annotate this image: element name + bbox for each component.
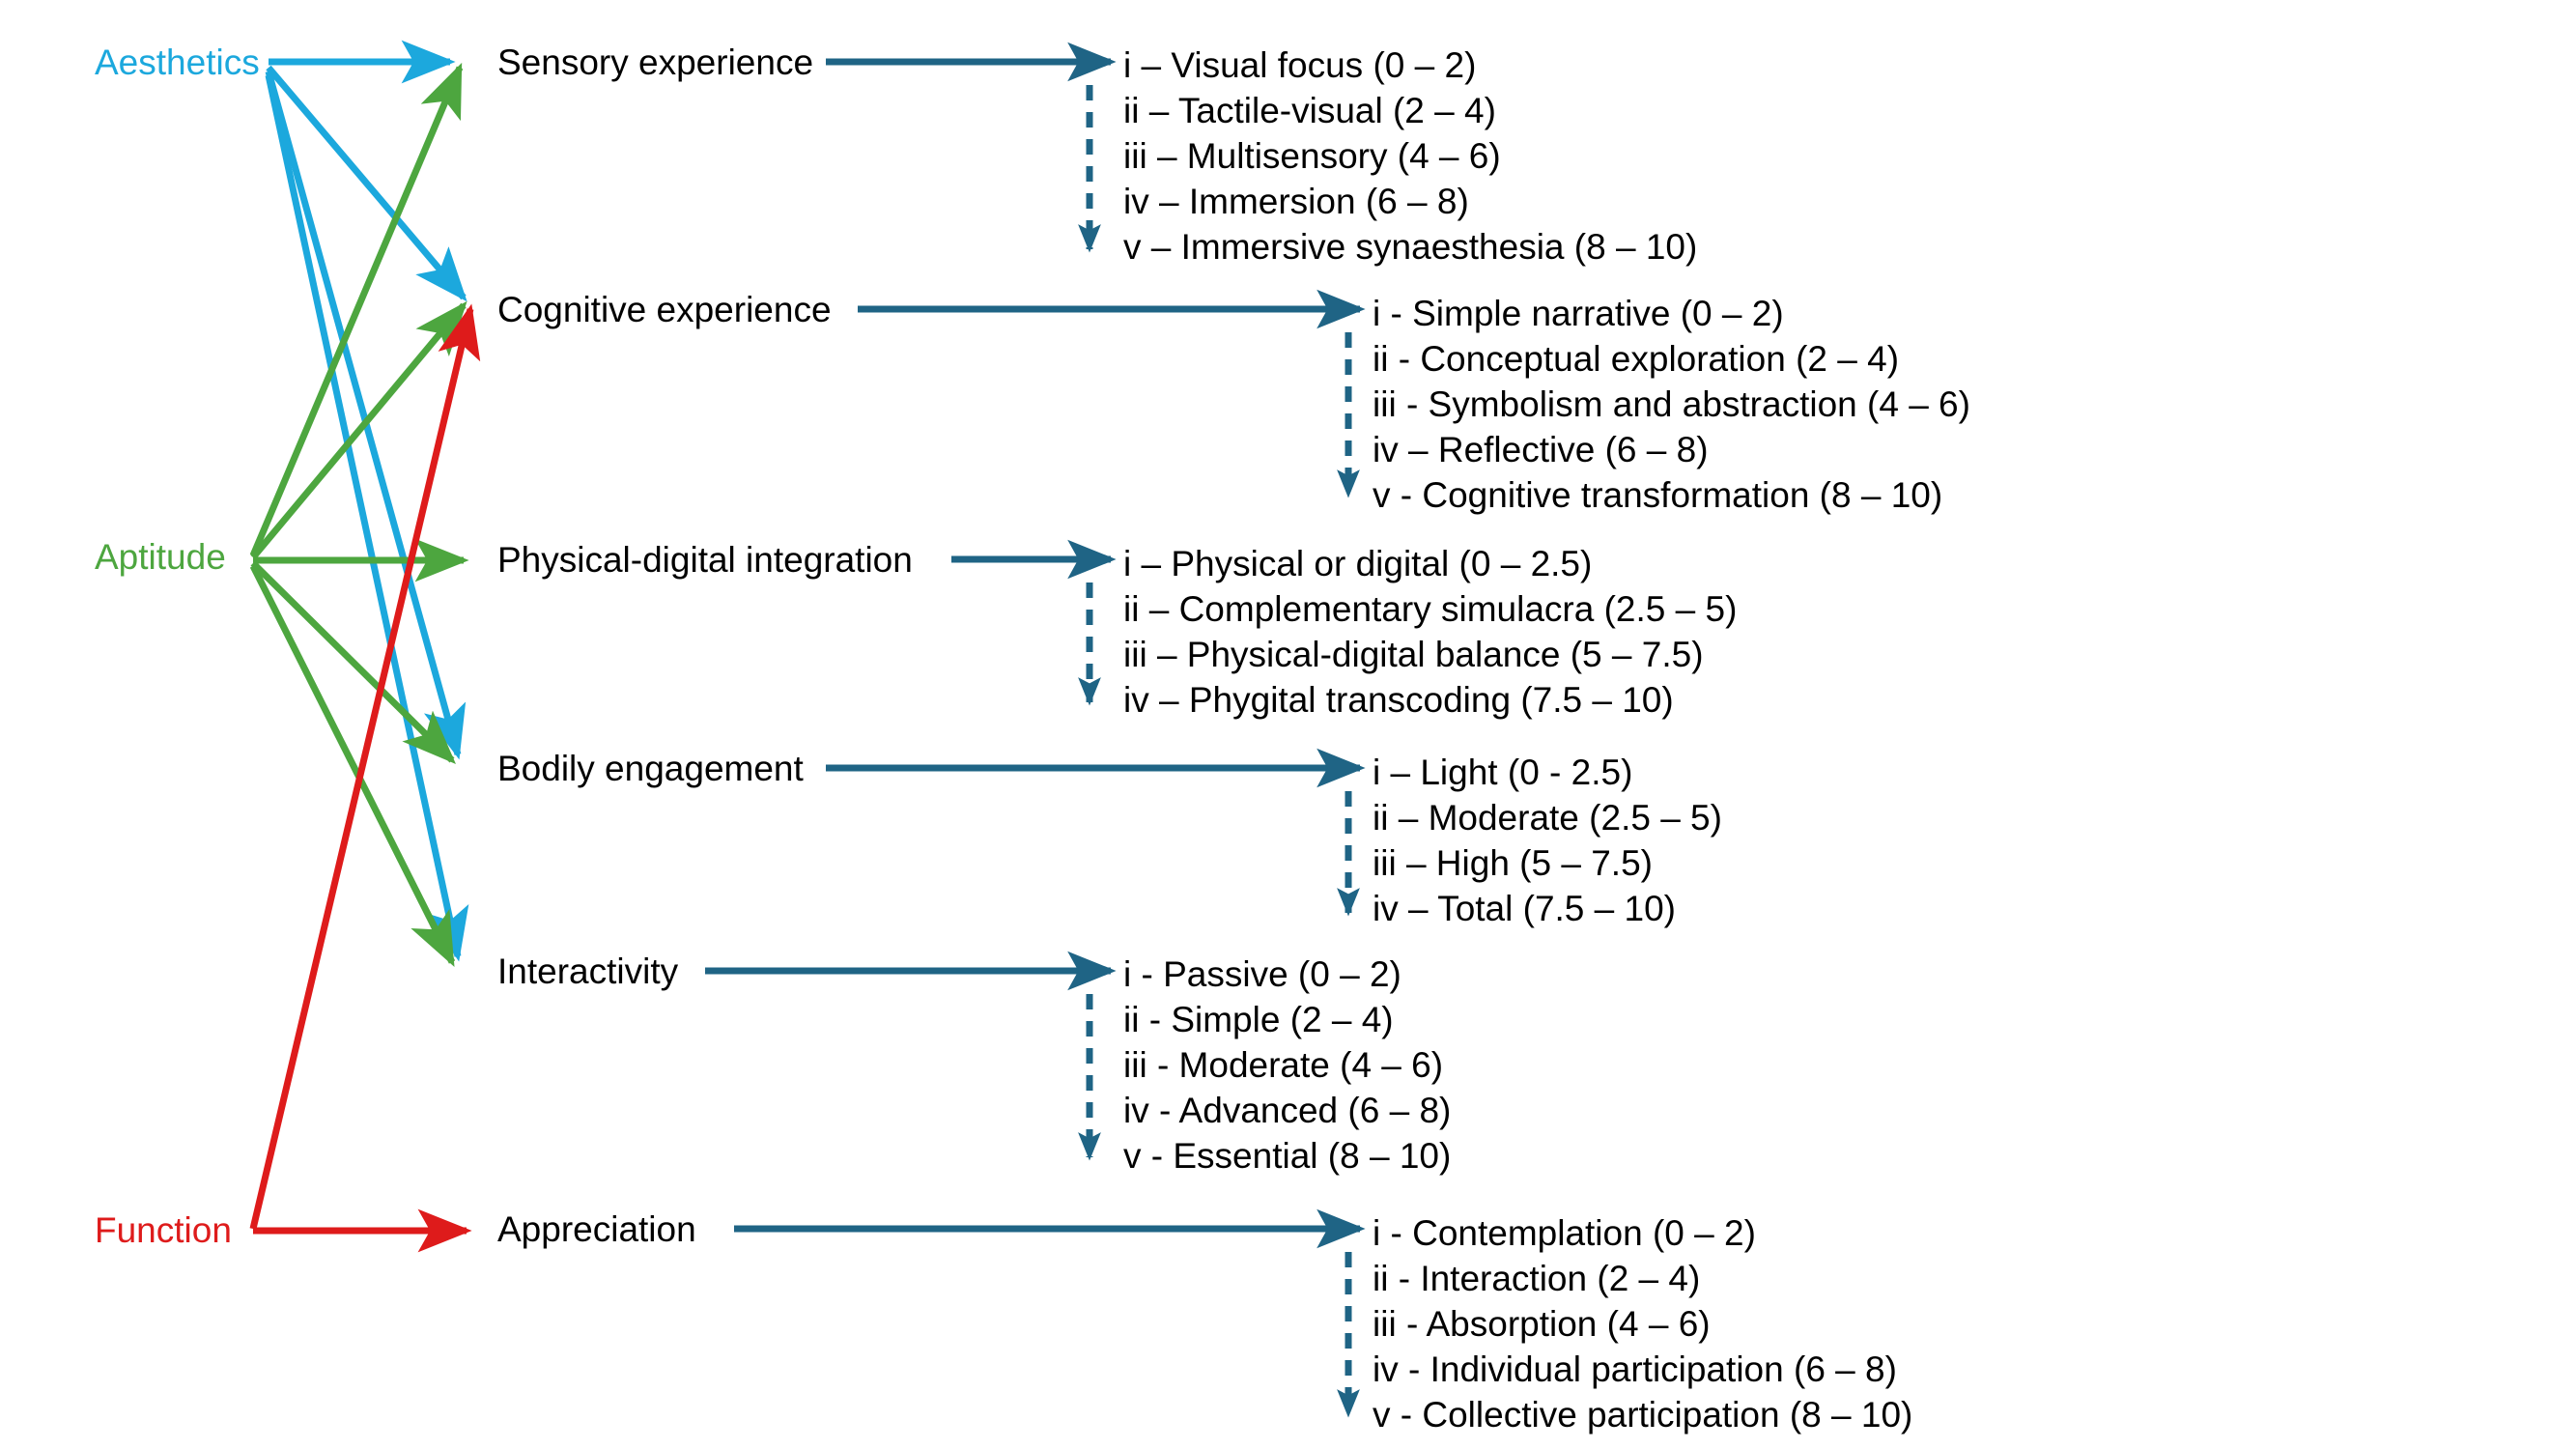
level-item: ii - Interaction (2 – 4) bbox=[1373, 1259, 1701, 1298]
level-item: ii - Conceptual exploration (2 – 4) bbox=[1373, 339, 1900, 379]
level-list-sensory-experience: i – Visual focus (0 – 2) ii – Tactile-vi… bbox=[1123, 43, 1697, 270]
level-item: ii – Moderate (2.5 – 5) bbox=[1373, 798, 1722, 838]
level-list-appreciation: i - Contemplation (0 – 2) ii - Interacti… bbox=[1373, 1210, 1912, 1437]
level-item: iv – Immersion (6 – 8) bbox=[1123, 182, 1469, 221]
edge-aptitude-to-cognitive-experience bbox=[250, 300, 467, 560]
level-item: iii – Physical-digital balance (5 – 7.5) bbox=[1123, 635, 1704, 674]
edges-from-function bbox=[249, 303, 481, 1253]
level-list-physical-digital-integration: i – Physical or digital (0 – 2.5) ii – C… bbox=[1123, 541, 1737, 723]
edges-from-aptitude bbox=[249, 62, 469, 968]
level-item: ii - Simple (2 – 4) bbox=[1123, 1000, 1394, 1039]
level-item: i - Contemplation (0 – 2) bbox=[1373, 1213, 1756, 1253]
level-item: iv - Advanced (6 – 8) bbox=[1123, 1091, 1452, 1130]
level-item: v – Immersive synaesthesia (8 – 10) bbox=[1123, 227, 1698, 267]
source-label-aptitude[interactable]: Aptitude bbox=[95, 537, 226, 577]
dimension-label-sensory-experience[interactable]: Sensory experience bbox=[497, 43, 814, 82]
level-item: i - Simple narrative (0 – 2) bbox=[1373, 294, 1784, 333]
level-item: v - Collective participation (8 – 10) bbox=[1373, 1395, 1913, 1435]
level-item: v - Cognitive transformation (8 – 10) bbox=[1373, 475, 1943, 515]
level-item: iii – Multisensory (4 – 6) bbox=[1123, 136, 1501, 176]
level-item: iv – Total (7.5 – 10) bbox=[1373, 889, 1676, 928]
edge-function-to-cognitive-experience bbox=[249, 303, 481, 1230]
level-item: iv – Phygital transcoding (7.5 – 10) bbox=[1123, 680, 1674, 720]
level-item: i – Physical or digital (0 – 2.5) bbox=[1123, 544, 1593, 583]
edge-aptitude-to-interactivity bbox=[249, 564, 456, 968]
level-item: i – Visual focus (0 – 2) bbox=[1123, 45, 1477, 85]
level-item: iii – High (5 – 7.5) bbox=[1373, 843, 1653, 883]
edges-from-aesthetics bbox=[265, 40, 469, 962]
edge-aesthetics-to-interactivity bbox=[265, 74, 469, 962]
dimension-label-interactivity[interactable]: Interactivity bbox=[497, 952, 679, 991]
level-item: ii – Tactile-visual (2 – 4) bbox=[1123, 91, 1496, 130]
edge-aesthetics-to-cognitive-experience bbox=[266, 65, 467, 302]
dimension-label-physical-digital-integration[interactable]: Physical-digital integration bbox=[497, 540, 913, 580]
level-list-cognitive-experience: i - Simple narrative (0 – 2) ii - Concep… bbox=[1373, 291, 1970, 518]
edge-aesthetics-to-bodily-engagement bbox=[265, 71, 467, 760]
level-item: i - Passive (0 – 2) bbox=[1123, 954, 1401, 994]
source-label-aesthetics[interactable]: Aesthetics bbox=[95, 43, 260, 82]
edge-aptitude-to-sensory-experience bbox=[249, 62, 464, 557]
level-item: iv - Individual participation (6 – 8) bbox=[1373, 1350, 1897, 1389]
level-item: iii - Symbolism and abstraction (4 – 6) bbox=[1373, 384, 1970, 424]
level-item: iii - Absorption (4 – 6) bbox=[1373, 1304, 1711, 1344]
level-item: i – Light (0 - 2.5) bbox=[1373, 753, 1633, 792]
edge-aptitude-to-bodily-engagement bbox=[250, 560, 456, 764]
level-item: iv – Reflective (6 – 8) bbox=[1373, 430, 1709, 469]
level-item: iii - Moderate (4 – 6) bbox=[1123, 1045, 1444, 1085]
level-item: ii – Complementary simulacra (2.5 – 5) bbox=[1123, 589, 1738, 629]
dimension-label-bodily-engagement[interactable]: Bodily engagement bbox=[497, 749, 804, 788]
progression-arrows bbox=[1078, 85, 1360, 1418]
dimension-label-cognitive-experience[interactable]: Cognitive experience bbox=[497, 290, 832, 329]
source-label-function[interactable]: Function bbox=[95, 1210, 232, 1250]
level-list-interactivity: i - Passive (0 – 2) ii - Simple (2 – 4) … bbox=[1123, 952, 1451, 1179]
level-item: v - Essential (8 – 10) bbox=[1123, 1136, 1452, 1176]
dimension-label-appreciation[interactable]: Appreciation bbox=[497, 1209, 696, 1249]
level-list-bodily-engagement: i – Light (0 - 2.5) ii – Moderate (2.5 –… bbox=[1373, 750, 1722, 931]
